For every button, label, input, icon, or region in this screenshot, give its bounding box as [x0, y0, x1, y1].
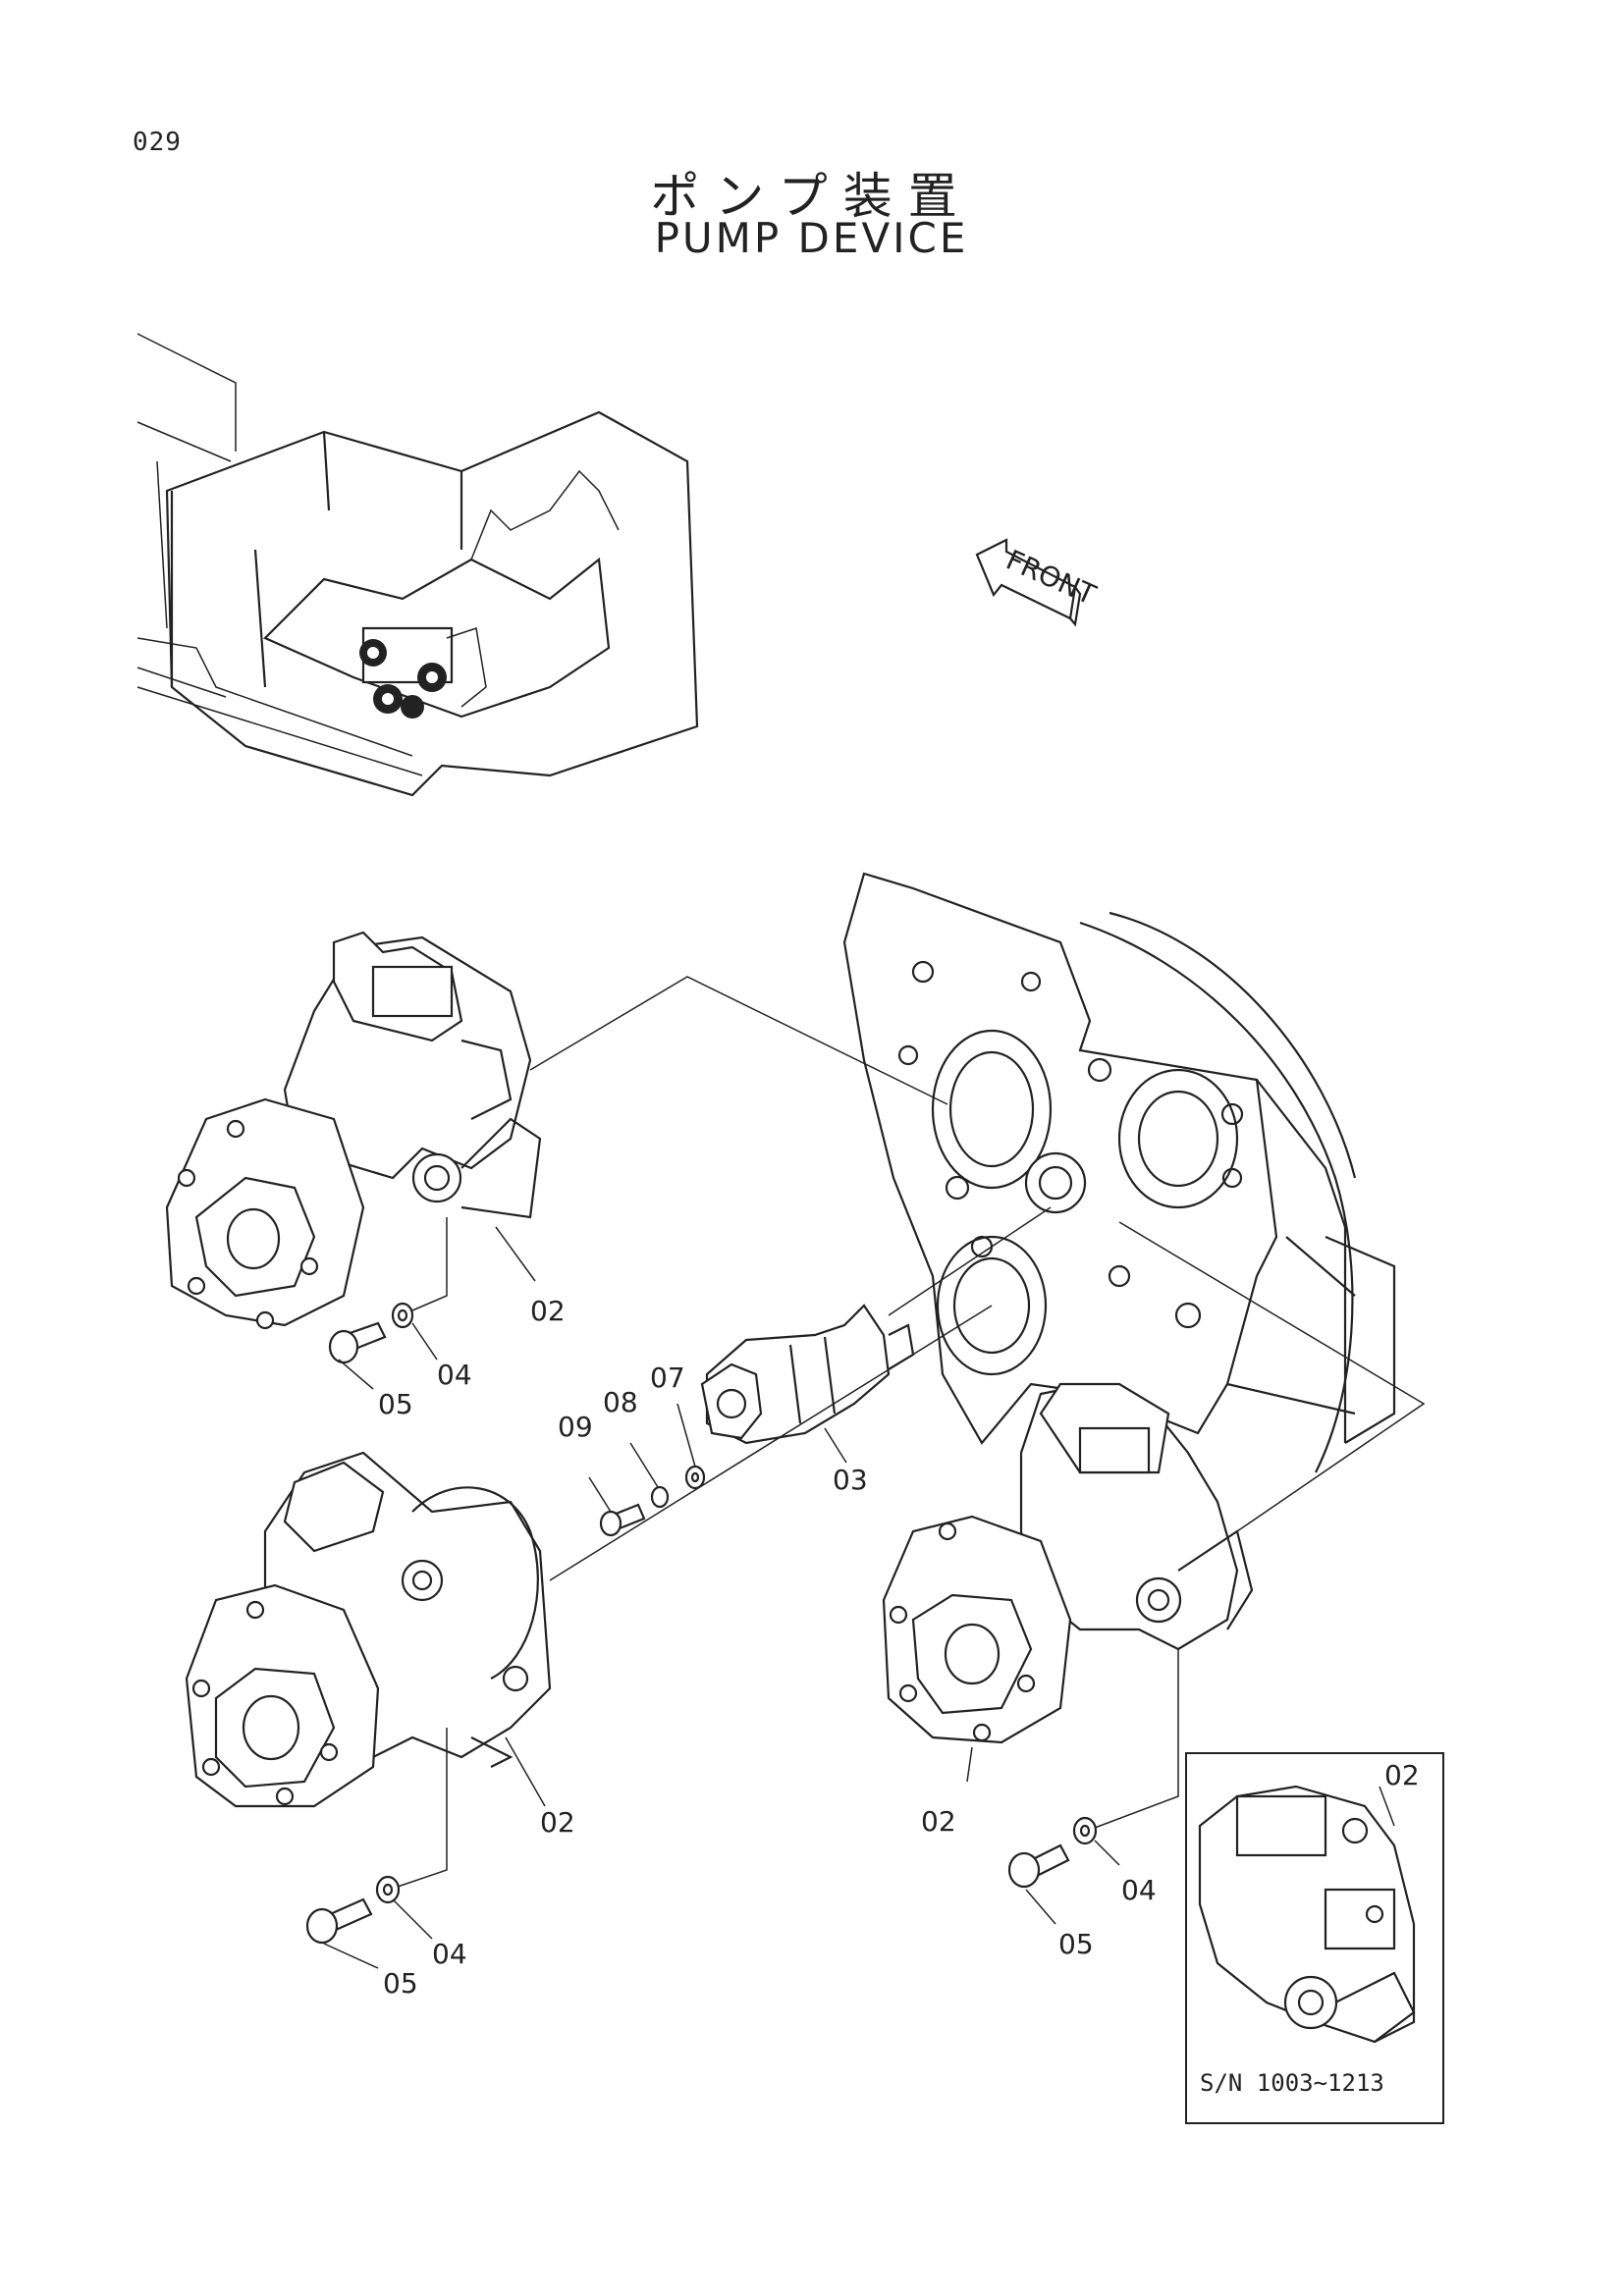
bolt-05-upper-left: [328, 1321, 387, 1364]
label-07: 07: [650, 1362, 685, 1394]
page-title-japanese: ポンプ装置: [650, 168, 973, 225]
assembly-lines: [323, 976, 1426, 1969]
label-05-lower-right: 05: [1058, 1928, 1094, 1960]
label-05-lower-left: 05: [383, 1967, 418, 2000]
washer-04-lower-right: [1072, 1816, 1098, 1845]
label-05-upper-left: 05: [378, 1388, 413, 1420]
label-04-lower-left: 04: [432, 1938, 467, 1970]
page-title-english: PUMP DEVICE: [654, 214, 969, 262]
inset-detail-box: [1185, 1752, 1444, 2124]
bolt-09: [599, 1503, 646, 1537]
gear-pump-03: [700, 1304, 915, 1445]
flywheel-housing: [842, 872, 1396, 1473]
label-09: 09: [558, 1411, 593, 1443]
bolt-05-lower-right: [1007, 1843, 1070, 1889]
washer-04-upper-left: [391, 1302, 414, 1329]
label-08: 08: [603, 1386, 638, 1418]
washer-08: [650, 1485, 670, 1509]
inset-serial-caption: S/N 1003∼1213: [1200, 2069, 1384, 2097]
label-02-lower-left: 02: [540, 1806, 575, 1839]
pump-lower-left: [185, 1451, 552, 1808]
label-02-lower-right: 02: [921, 1805, 956, 1838]
page-number: 029: [133, 128, 182, 157]
label-04-lower-right: 04: [1121, 1874, 1157, 1906]
washer-04-lower-left: [375, 1875, 401, 1904]
label-02-inset: 02: [1384, 1759, 1420, 1791]
inset-detail-pump: [1198, 1785, 1416, 2044]
label-02-upper-left: 02: [530, 1295, 566, 1327]
pump-lower-right: [882, 1382, 1254, 1744]
pump-upper-left: [165, 931, 542, 1330]
bolt-05-lower-left: [305, 1897, 373, 1945]
label-03: 03: [833, 1464, 868, 1496]
washer-07: [684, 1465, 706, 1490]
machine-overview-sketch: [136, 333, 699, 797]
label-04-upper-left: 04: [437, 1359, 472, 1391]
front-direction-arrow: FRONT: [975, 538, 1102, 627]
